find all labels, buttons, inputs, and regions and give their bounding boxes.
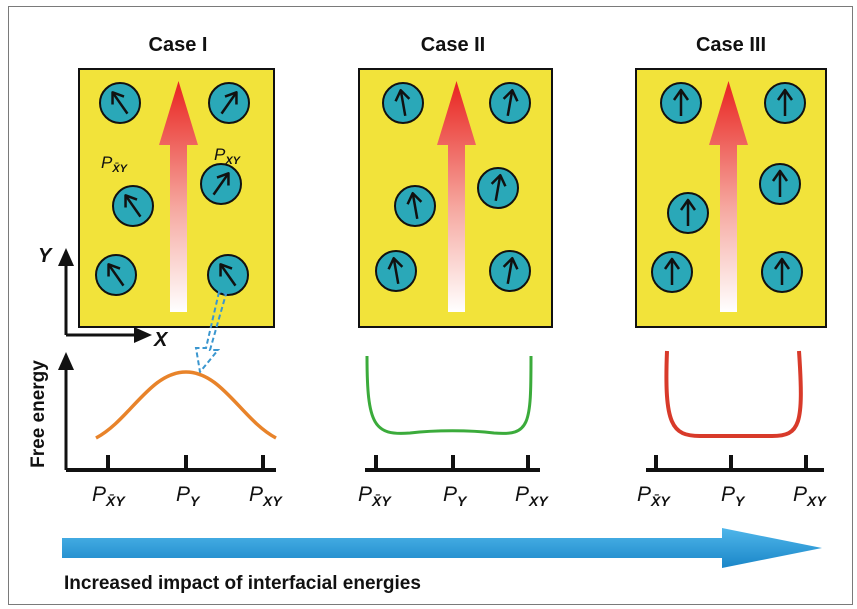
magnet-case-1-5 <box>95 254 137 296</box>
magnet-arrow-icon <box>490 173 507 202</box>
magnet-arrow-icon <box>220 91 238 115</box>
magnet-case-3-6 <box>761 251 803 293</box>
magnet-arrow-icon <box>387 256 404 285</box>
case-2-field-arrow <box>437 81 476 312</box>
magnet-arrow-icon <box>502 88 519 117</box>
case-1-tick-right: PXY <box>249 483 283 509</box>
magnet-arrow-icon <box>672 88 690 116</box>
magnet-arrow-icon <box>679 198 697 226</box>
case-1-field-arrow <box>159 81 198 312</box>
magnet-case-3-4 <box>759 163 801 205</box>
magnet-case-2-6 <box>489 250 531 292</box>
magnet-arrow-icon <box>212 172 230 196</box>
magnet-case-2-3 <box>394 185 436 227</box>
case-1-tick-mid: PY <box>176 483 201 509</box>
case-3-energy-curve <box>664 350 803 439</box>
case-3-energy-axes <box>646 455 824 472</box>
magnet-arrow-icon <box>219 263 237 287</box>
case-1-tick-left: PX̄Y <box>92 483 126 509</box>
magnet-arrow-icon <box>394 88 411 117</box>
case-1-right-label: PXY <box>214 145 242 167</box>
connector-arrow <box>194 290 228 375</box>
case-1-title: Case I <box>149 34 208 56</box>
case-1-energy-curve <box>95 370 277 440</box>
magnet-case-2-1 <box>382 82 424 124</box>
case-3-tick-left: PX̄Y <box>637 483 671 509</box>
case-1-left-label: PX̄Y <box>101 153 129 175</box>
case-2-title: Case II <box>421 34 485 56</box>
magnet-case-1-2 <box>208 82 250 124</box>
bottom-caption: Increased impact of interfacial energies <box>64 573 421 594</box>
case-2-tick-right: PXY <box>515 483 549 509</box>
magnet-case-1-1 <box>99 82 141 124</box>
magnet-case-1-6 <box>207 254 249 296</box>
magnet-arrow-icon <box>771 169 789 197</box>
case-2-tick-mid: PY <box>443 483 468 509</box>
magnet-case-3-5 <box>651 251 693 293</box>
magnet-arrow-icon <box>406 191 423 220</box>
case-2-energy-axes <box>365 455 540 472</box>
magnet-case-1-3 <box>112 185 154 227</box>
case-1-energy-axes <box>58 352 276 472</box>
impact-arrow <box>62 528 822 568</box>
magnet-case-3-1 <box>660 82 702 124</box>
magnet-arrow-icon <box>502 256 519 285</box>
magnet-case-1-4 <box>200 163 242 205</box>
case-3-field-arrow <box>709 81 748 312</box>
magnet-arrow-icon <box>107 263 125 287</box>
x-axis-letter: X <box>153 329 169 351</box>
magnet-arrow-icon <box>124 194 142 218</box>
y-axis-letter: Y <box>38 245 53 267</box>
case-2-tick-left: PX̄Y <box>358 483 392 509</box>
magnet-case-2-2 <box>489 82 531 124</box>
magnet-group <box>95 82 806 296</box>
magnet-arrow-icon <box>111 91 129 115</box>
figure-frame <box>8 6 853 605</box>
magnet-arrow-icon <box>773 257 791 285</box>
xy-axes <box>58 248 152 343</box>
case-2-energy-curve <box>365 355 533 435</box>
magnet-case-2-4 <box>477 167 519 209</box>
case-3-tick-right: PXY <box>793 483 827 509</box>
case-3-title: Case III <box>696 34 766 56</box>
magnet-arrow-icon <box>663 257 681 285</box>
magnet-case-2-5 <box>375 250 417 292</box>
magnet-arrow-icon <box>776 88 794 116</box>
magnet-case-3-3 <box>667 192 709 234</box>
free-energy-label: Free energy <box>28 360 49 468</box>
magnet-case-3-2 <box>764 82 806 124</box>
case-3-tick-mid: PY <box>721 483 746 509</box>
